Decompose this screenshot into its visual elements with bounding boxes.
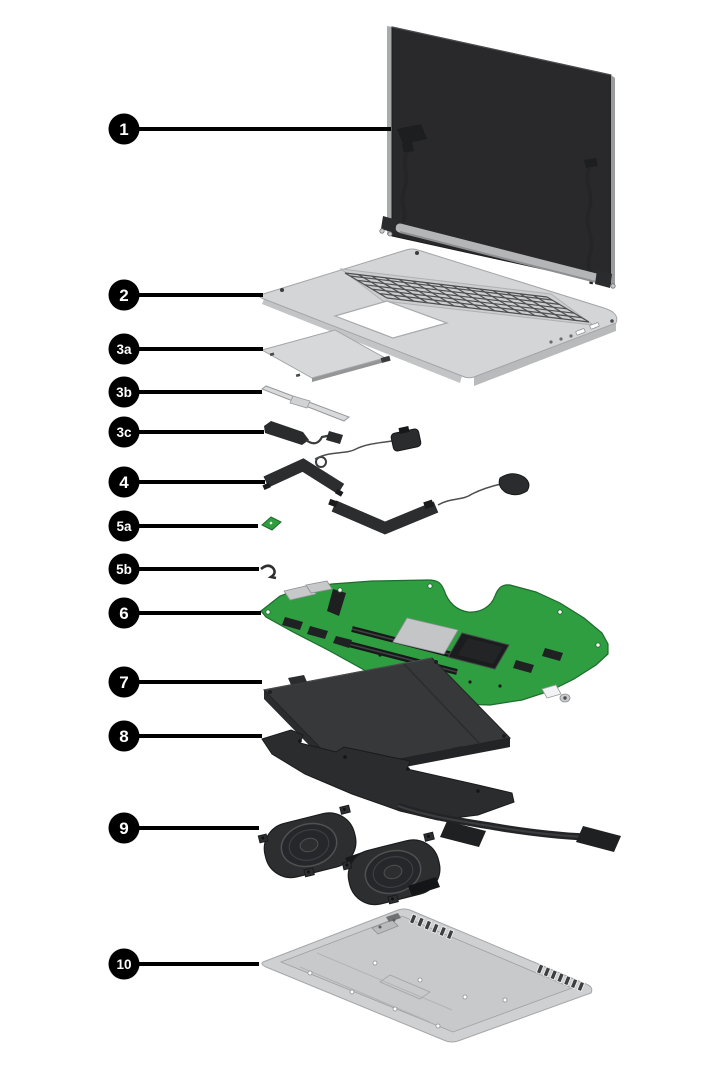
- display-cable-right: [585, 167, 594, 285]
- callout-6-label: 6: [119, 604, 128, 623]
- callout-10-bubble: [108, 948, 140, 980]
- system-board: [260, 579, 609, 706]
- touchpad-connector: [380, 355, 391, 363]
- callout-7-bubble: [108, 666, 140, 698]
- emi-shield: [392, 617, 459, 655]
- fin-pad: [440, 821, 486, 847]
- callout-3c-label: 3c: [116, 425, 132, 440]
- callout-2-bubble: [108, 279, 140, 311]
- callout-3a: 3a: [108, 333, 263, 365]
- io-connector: [541, 684, 562, 699]
- vent-slots-lower: [535, 963, 586, 992]
- callout-5a-label: 5a: [116, 519, 132, 534]
- display-hinge-rail: [395, 223, 605, 284]
- speaker-connector-right: [498, 473, 530, 496]
- callout-3c: 3c: [108, 416, 264, 448]
- callout-5a: 5a: [108, 510, 258, 542]
- callout-9: 9: [108, 812, 259, 844]
- callout-3a-label: 3a: [116, 342, 132, 357]
- board-chip: [327, 589, 346, 616]
- fan-kit: [257, 804, 441, 906]
- battery: [262, 657, 512, 779]
- bottom-cover: [261, 908, 593, 1043]
- touchpad-cutout: [333, 300, 449, 339]
- touchpad-cable: [264, 421, 343, 445]
- sensor-board-cable: [260, 564, 277, 580]
- callout-7: 7: [108, 666, 262, 698]
- callout-8-label: 8: [119, 727, 128, 746]
- callout-3b: 3b: [108, 376, 262, 408]
- fin-pad: [576, 826, 621, 852]
- callout-4-label: 4: [119, 473, 129, 492]
- display-hinge-left: [381, 216, 397, 233]
- callout-5b: 5b: [108, 553, 259, 585]
- fan-right-exhaust: [408, 877, 440, 896]
- sensor-board: [261, 516, 282, 531]
- heat-pipe: [396, 802, 587, 841]
- callout-1-label: 1: [119, 120, 128, 139]
- callout-5a-bubble: [108, 510, 140, 542]
- battery-connector: [288, 675, 307, 685]
- callout-9-bubble: [108, 812, 140, 844]
- speaker-right: [331, 500, 439, 535]
- callout-4: 4: [108, 466, 265, 498]
- callout-10: 10: [108, 948, 259, 980]
- callout-8-bubble: [108, 720, 140, 752]
- callout-10-label: 10: [116, 957, 131, 972]
- callout-3b-label: 3b: [116, 385, 132, 400]
- speaker-kit: [262, 426, 530, 535]
- touchpad: [260, 329, 391, 382]
- speaker-left: [263, 458, 345, 495]
- top-cover-keyboard: [259, 248, 618, 386]
- callout-3a-bubble: [108, 333, 140, 365]
- audio-jack: [610, 319, 614, 323]
- callout-5b-bubble: [108, 553, 140, 585]
- hinge-recess: [371, 919, 399, 935]
- callout-1: 1: [108, 113, 391, 145]
- callout-3c-bubble: [108, 416, 140, 448]
- callout-2-label: 2: [119, 286, 128, 305]
- callout-7-label: 7: [119, 673, 128, 692]
- callout-6: 6: [108, 597, 261, 629]
- callout-5b-label: 5b: [116, 562, 132, 577]
- deck-screw: [415, 251, 419, 255]
- display-right-edge: [611, 75, 615, 287]
- display-hinge-right: [595, 270, 612, 288]
- deck-screw: [280, 288, 284, 292]
- callout-9-label: 9: [119, 819, 128, 838]
- top-cover-plate: [259, 248, 618, 379]
- callout-4-bubble: [108, 466, 140, 498]
- speaker-wire-left: [314, 440, 393, 460]
- heat-sink: [261, 729, 621, 852]
- touchpad-bracket: [260, 385, 351, 422]
- callout-6-bubble: [108, 597, 140, 629]
- vent-slots-upper: [408, 913, 455, 941]
- speaker-wire-right: [437, 483, 502, 506]
- keyboard-grid: [345, 273, 589, 322]
- display-panel: [391, 26, 612, 285]
- side-ports: [549, 319, 614, 344]
- callout-8: 8: [108, 720, 262, 752]
- display-cable-left: [400, 151, 409, 223]
- callout-3b-bubble: [108, 376, 140, 408]
- display-assembly: [379, 26, 616, 289]
- callout-2: 2: [108, 279, 263, 311]
- top-cover-side-face: [474, 323, 616, 386]
- display-cable-connector: [397, 124, 427, 144]
- top-cover-left-thickness: [262, 299, 462, 383]
- fan-left: [257, 804, 357, 879]
- callout-1-bubble: [108, 113, 140, 145]
- board-connector: [282, 617, 303, 630]
